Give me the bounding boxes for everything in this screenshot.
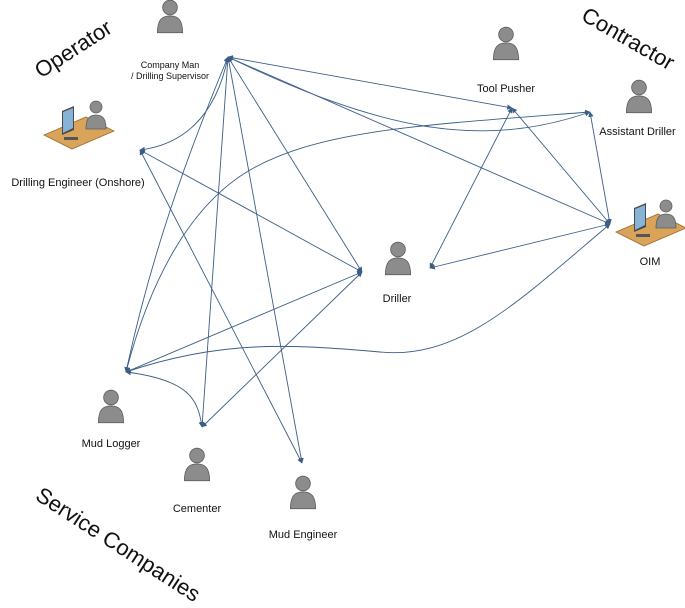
cementer-person-icon — [183, 447, 211, 482]
node-label-company-man: Company Man / Drilling Supervisor — [110, 60, 230, 82]
link-de-mudeng — [139, 149, 303, 464]
company-man-person-icon — [156, 0, 184, 34]
node-label-driller: Driller — [382, 293, 412, 305]
mud-engineer-person-icon — [289, 475, 317, 510]
link-de-driller — [139, 149, 363, 273]
connection-lines — [124, 55, 612, 464]
node-label-drilling-engineer: Drilling Engineer (Onshore) — [11, 177, 145, 189]
node-label-assistant-driller: Assistant Driller — [599, 126, 676, 138]
diagram-canvas — [43, 0, 685, 510]
link-ad-mudlogger — [124, 109, 591, 373]
node-label-cementer: Cementer — [172, 503, 222, 515]
communication-diagram: Operator Contractor Service Companies Co… — [11, 0, 685, 607]
company-man-title: Company Man — [140, 60, 200, 70]
node-label-oim: OIM — [639, 256, 661, 268]
assistant-driller-person-icon — [625, 79, 653, 114]
link-ad-oim — [588, 111, 612, 225]
driller-person-icon — [384, 241, 412, 276]
node-label-mud-logger: Mud Logger — [81, 438, 141, 450]
drilling-engineer-workstation-icon — [43, 100, 115, 150]
mud-logger-person-icon — [97, 389, 125, 424]
oim-workstation-icon — [615, 199, 685, 247]
link-mudlogger-cementer — [125, 369, 204, 428]
link-cm-driller — [227, 56, 363, 273]
link-cm-mudeng — [226, 56, 304, 464]
node-label-mud-engineer: Mud Engineer — [268, 529, 338, 541]
company-man-subtitle: / Drilling Supervisor — [130, 71, 210, 81]
link-driller-cementer — [201, 271, 363, 428]
link-oim-driller — [429, 222, 611, 270]
link-driller-mudlogger — [125, 271, 363, 373]
tool-pusher-person-icon — [492, 26, 520, 61]
link-tp-driller — [429, 107, 513, 269]
node-label-tool-pusher: Tool Pusher — [476, 83, 536, 95]
link-cm-mudlogger — [124, 56, 229, 373]
